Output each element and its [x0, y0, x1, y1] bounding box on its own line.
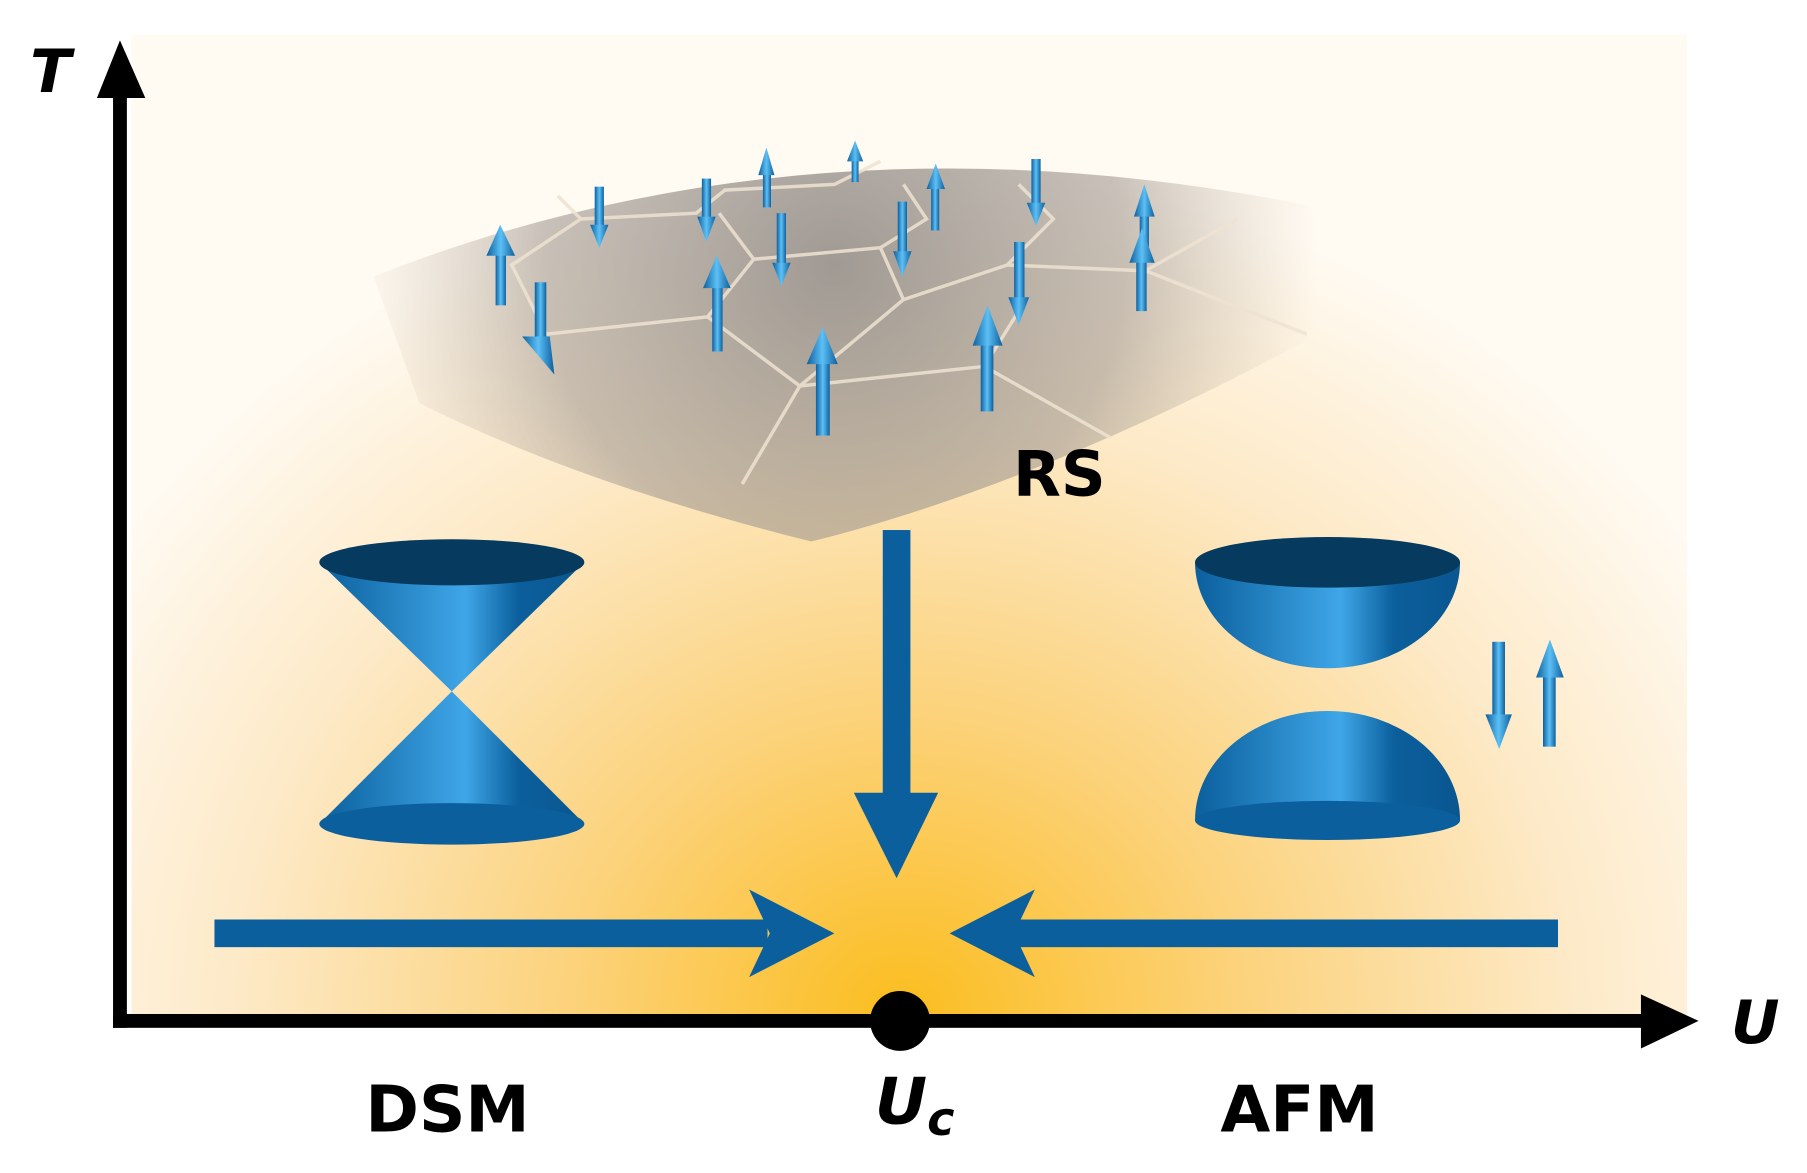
afm-spin-pair-icon — [1485, 639, 1564, 749]
afm-phase-label: AFM — [1220, 1073, 1378, 1148]
critical-point-label-main: U — [875, 1064, 927, 1139]
gapped-bands-icon — [1195, 536, 1461, 840]
spin-down-arrow — [1026, 159, 1046, 226]
spin-up-arrow — [1129, 228, 1155, 312]
x-axis-arrowhead — [1640, 994, 1699, 1049]
x-axis-label: U — [1731, 988, 1780, 1058]
spin-up-arrow — [758, 147, 775, 208]
rs-phase-label: RS — [1013, 437, 1106, 510]
spin-down-arrow — [697, 178, 716, 242]
spin-up-arrow — [806, 327, 838, 436]
flow-arrow-right — [214, 889, 835, 978]
critical-point-marker — [870, 990, 931, 1051]
y-axis-label: T — [30, 37, 75, 107]
critical-point-label: Uc — [875, 1064, 955, 1146]
spin-up-arrow — [486, 224, 516, 306]
critical-point-label-sub: c — [927, 1092, 954, 1146]
spin-arrows — [486, 140, 1155, 436]
spin-down-arrow — [1008, 241, 1030, 325]
y-axis-arrowhead — [96, 40, 146, 98]
flow-arrows — [214, 530, 1558, 978]
spin-down-arrow — [893, 201, 912, 277]
spin-up-arrow — [972, 305, 1003, 412]
spin-up-arrow — [926, 163, 945, 231]
dirac-cone-icon — [319, 539, 585, 845]
spin-up-arrow — [703, 255, 731, 352]
axes — [96, 40, 1699, 1051]
y-axis — [113, 80, 127, 1028]
spin-up-arrow — [847, 140, 864, 183]
spin-down-arrow — [772, 213, 791, 286]
dsm-phase-label: DSM — [365, 1073, 529, 1148]
spin-down-arrow — [590, 186, 609, 248]
flow-arrow-left — [949, 889, 1558, 978]
